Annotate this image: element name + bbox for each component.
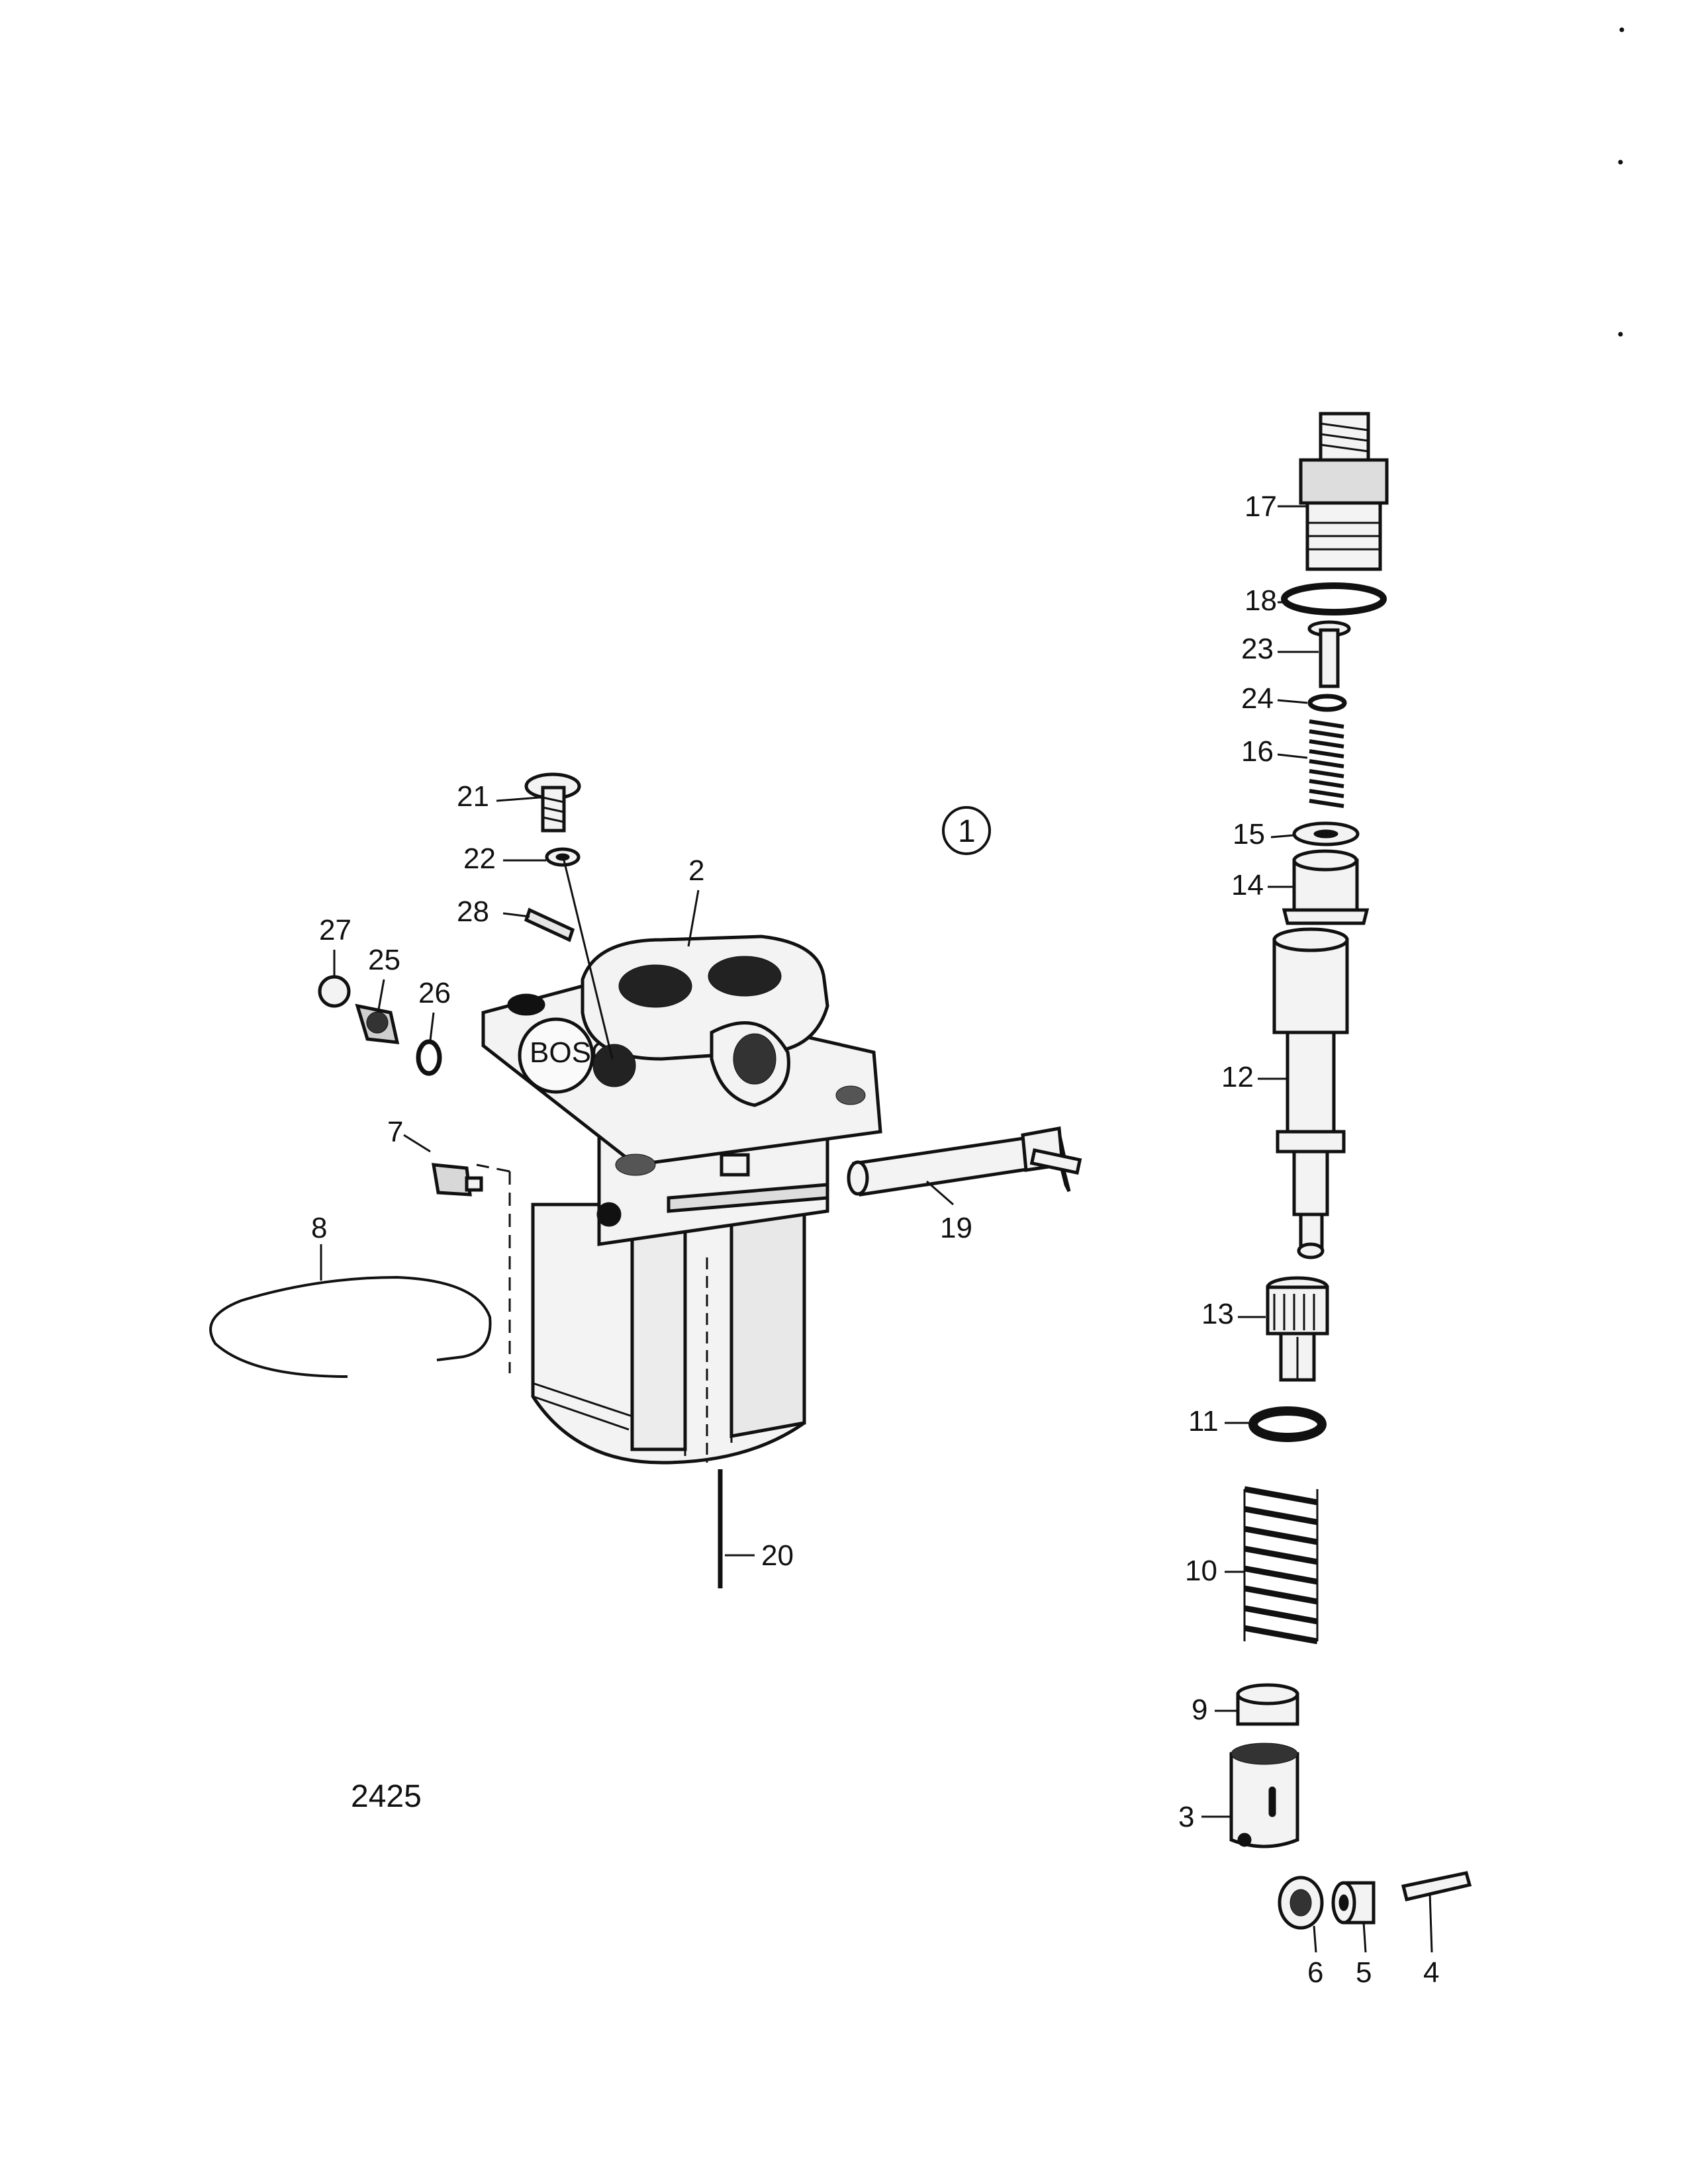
- washer-22: [545, 847, 581, 867]
- bolt-21: [524, 772, 581, 833]
- pin-28: [524, 907, 575, 942]
- label-18: 18: [1244, 584, 1277, 617]
- seal-ring-18: [1281, 582, 1387, 615]
- label-17: 17: [1244, 490, 1277, 523]
- delivery-valve-holder-17: [1299, 412, 1389, 571]
- label-28: 28: [457, 895, 489, 928]
- screw-25: [355, 1003, 400, 1044]
- oring-26: [416, 1039, 442, 1076]
- label-21: 21: [457, 780, 489, 813]
- washer-24: [1307, 694, 1347, 712]
- label-8: 8: [311, 1212, 327, 1244]
- label-20: 20: [761, 1539, 794, 1572]
- label-11: 11: [1188, 1405, 1219, 1437]
- bushing-5: [1331, 1881, 1376, 1925]
- plunger-spring-10: [1243, 1486, 1319, 1645]
- leader-lines: [320, 505, 1433, 1953]
- spring-seat-9: [1236, 1683, 1299, 1726]
- tappet-3: [1229, 1743, 1299, 1848]
- control-rod-19: [847, 1126, 1082, 1197]
- label-7: 7: [387, 1116, 403, 1148]
- control-sleeve-13: [1266, 1276, 1329, 1382]
- label-23: 23: [1241, 633, 1274, 665]
- label-5: 5: [1356, 1956, 1372, 1989]
- screw-7: [431, 1163, 483, 1197]
- pump-housing: BOSCH: [476, 934, 882, 1465]
- label-26: 26: [418, 977, 451, 1009]
- circlip-8: [209, 1275, 492, 1378]
- figure-number: 2425: [351, 1779, 422, 1814]
- label-3: 3: [1178, 1801, 1194, 1833]
- label-6: 6: [1307, 1956, 1323, 1989]
- plunger-12: [1272, 927, 1349, 1259]
- spring-seat-11: [1248, 1406, 1327, 1442]
- label-22: 22: [463, 842, 496, 875]
- label-15: 15: [1233, 818, 1265, 850]
- shim-15: [1292, 821, 1360, 846]
- valve-23: [1307, 620, 1351, 688]
- disc-27: [318, 975, 351, 1008]
- label-10: 10: [1185, 1555, 1217, 1587]
- label-13: 13: [1201, 1298, 1234, 1330]
- spring-16: [1309, 719, 1344, 808]
- label-14: 14: [1231, 869, 1264, 901]
- barrel-14: [1282, 849, 1370, 925]
- label-25: 25: [368, 944, 400, 976]
- label-27: 27: [319, 914, 352, 946]
- label-19: 19: [940, 1212, 972, 1244]
- label-9: 9: [1192, 1694, 1207, 1726]
- label-16: 16: [1241, 735, 1274, 768]
- assembly-callout-number: 1: [958, 814, 976, 849]
- pin-4: [1401, 1871, 1472, 1901]
- label-12: 12: [1221, 1061, 1254, 1093]
- roller-6: [1278, 1876, 1324, 1930]
- label-4: 4: [1423, 1956, 1439, 1989]
- assembly-callout: 1: [942, 806, 991, 855]
- label-24: 24: [1241, 682, 1274, 715]
- label-2: 2: [688, 854, 704, 887]
